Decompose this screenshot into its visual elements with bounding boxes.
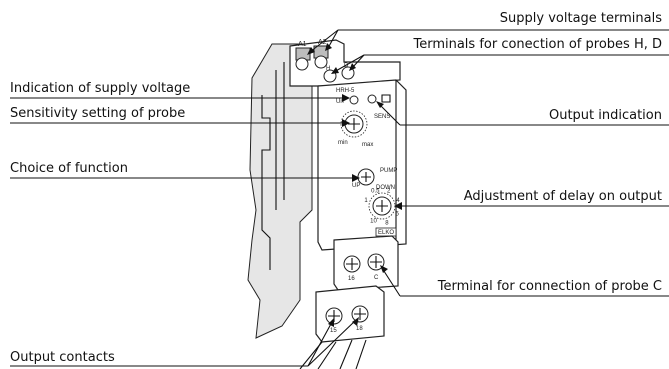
brand-text: ELKO	[378, 230, 394, 236]
leader-probe-c-diag	[381, 267, 401, 297]
delay-knob-slot	[376, 200, 388, 212]
screw-18-slot	[354, 308, 366, 320]
arrow-d	[349, 63, 356, 71]
arrow-delay	[394, 202, 402, 210]
screw-16-upper-slot	[346, 258, 358, 270]
term-c-text: C	[374, 275, 379, 281]
device-side-panel	[247, 43, 313, 339]
front-panel	[317, 79, 407, 251]
screw-c-slot	[370, 256, 382, 268]
sens-text: SENS	[374, 114, 390, 120]
arrow-a2	[325, 43, 332, 51]
down-text: DOWN	[376, 185, 395, 191]
delay-scale-label: 10	[370, 219, 377, 225]
relay-device: A1 A2 H D HRH-5 Un min max SENS PUMP UP …	[247, 39, 407, 369]
min-text: min	[338, 140, 348, 146]
callout-lines	[10, 29, 669, 367]
middle-terminal-block	[333, 235, 399, 291]
screw-a2[interactable]	[314, 55, 328, 69]
label-probe-terminals-hd: Terminals for conection of probes H, D	[412, 37, 662, 52]
label-output-contacts: Output contacts	[10, 350, 115, 365]
side-ribs	[275, 62, 285, 210]
callout-labels: Supply voltage terminals Terminals for c…	[10, 11, 662, 365]
relay-symbol-icon	[381, 94, 391, 103]
wires	[299, 339, 367, 369]
arrow-probe-c	[380, 265, 388, 273]
label-supply-terminals: Supply voltage terminals	[500, 11, 662, 26]
term-18-text: 18	[356, 326, 363, 332]
up-text: UP	[352, 183, 360, 189]
arrow-output-indication	[376, 101, 384, 108]
arrow-a1	[307, 47, 315, 55]
arrow-h	[331, 67, 339, 74]
leader-output-indication-diag	[377, 102, 401, 126]
led-output	[367, 94, 377, 104]
leader-probes-h	[333, 54, 365, 73]
din-clip	[261, 95, 271, 270]
arrow-supply-indication	[342, 94, 350, 102]
sensitivity-scale	[340, 110, 368, 138]
leader-supply-terminals-a2	[327, 29, 339, 49]
term-a1-text: A1	[298, 41, 307, 48]
label-supply-indication: Indication of supply voltage	[10, 81, 190, 96]
label-sensitivity: Sensitivity setting of probe	[10, 106, 185, 121]
model-text: HRH-5	[336, 88, 355, 94]
delay-scale-label: 6	[396, 212, 400, 218]
arrow-output-15	[328, 318, 334, 327]
leader-output-15	[307, 321, 333, 367]
led-supply	[349, 95, 359, 105]
delay-scale-label: 1	[364, 198, 368, 204]
delay-scale-labels: 10.5 24 6 8 10	[364, 188, 400, 226]
function-knob-slot	[361, 172, 371, 182]
delay-scale-label: 2	[387, 188, 391, 194]
leader-output-18	[307, 319, 357, 367]
delay-scale-label: 0.5	[371, 188, 380, 194]
arrow-function	[352, 174, 360, 182]
max-text: max	[362, 142, 373, 148]
term-15-text: 15	[330, 328, 337, 334]
pump-text: PUMP	[380, 168, 397, 174]
arrow-output-18	[352, 317, 359, 326]
term-16-upper-text: 16	[348, 276, 355, 282]
term-d-text: D	[344, 63, 349, 69]
term-h-text: H	[326, 66, 330, 72]
led-un-text: Un	[336, 99, 344, 105]
sensitivity-knob-slot	[348, 118, 360, 130]
screw-a1[interactable]	[295, 57, 309, 71]
delay-scale-label: 4	[396, 198, 400, 204]
lower-terminal-block	[315, 285, 385, 343]
leader-supply-terminals-a1	[309, 29, 339, 53]
label-function-choice: Choice of function	[10, 161, 128, 176]
delay-scale-label: 8	[385, 220, 389, 226]
arrow-sensitivity	[342, 119, 350, 127]
label-delay-adjust: Adjustment of delay on output	[464, 189, 662, 204]
label-output-indication: Output indication	[549, 108, 662, 123]
label-probe-terminal-c: Terminal for connection of probe C	[437, 279, 662, 294]
